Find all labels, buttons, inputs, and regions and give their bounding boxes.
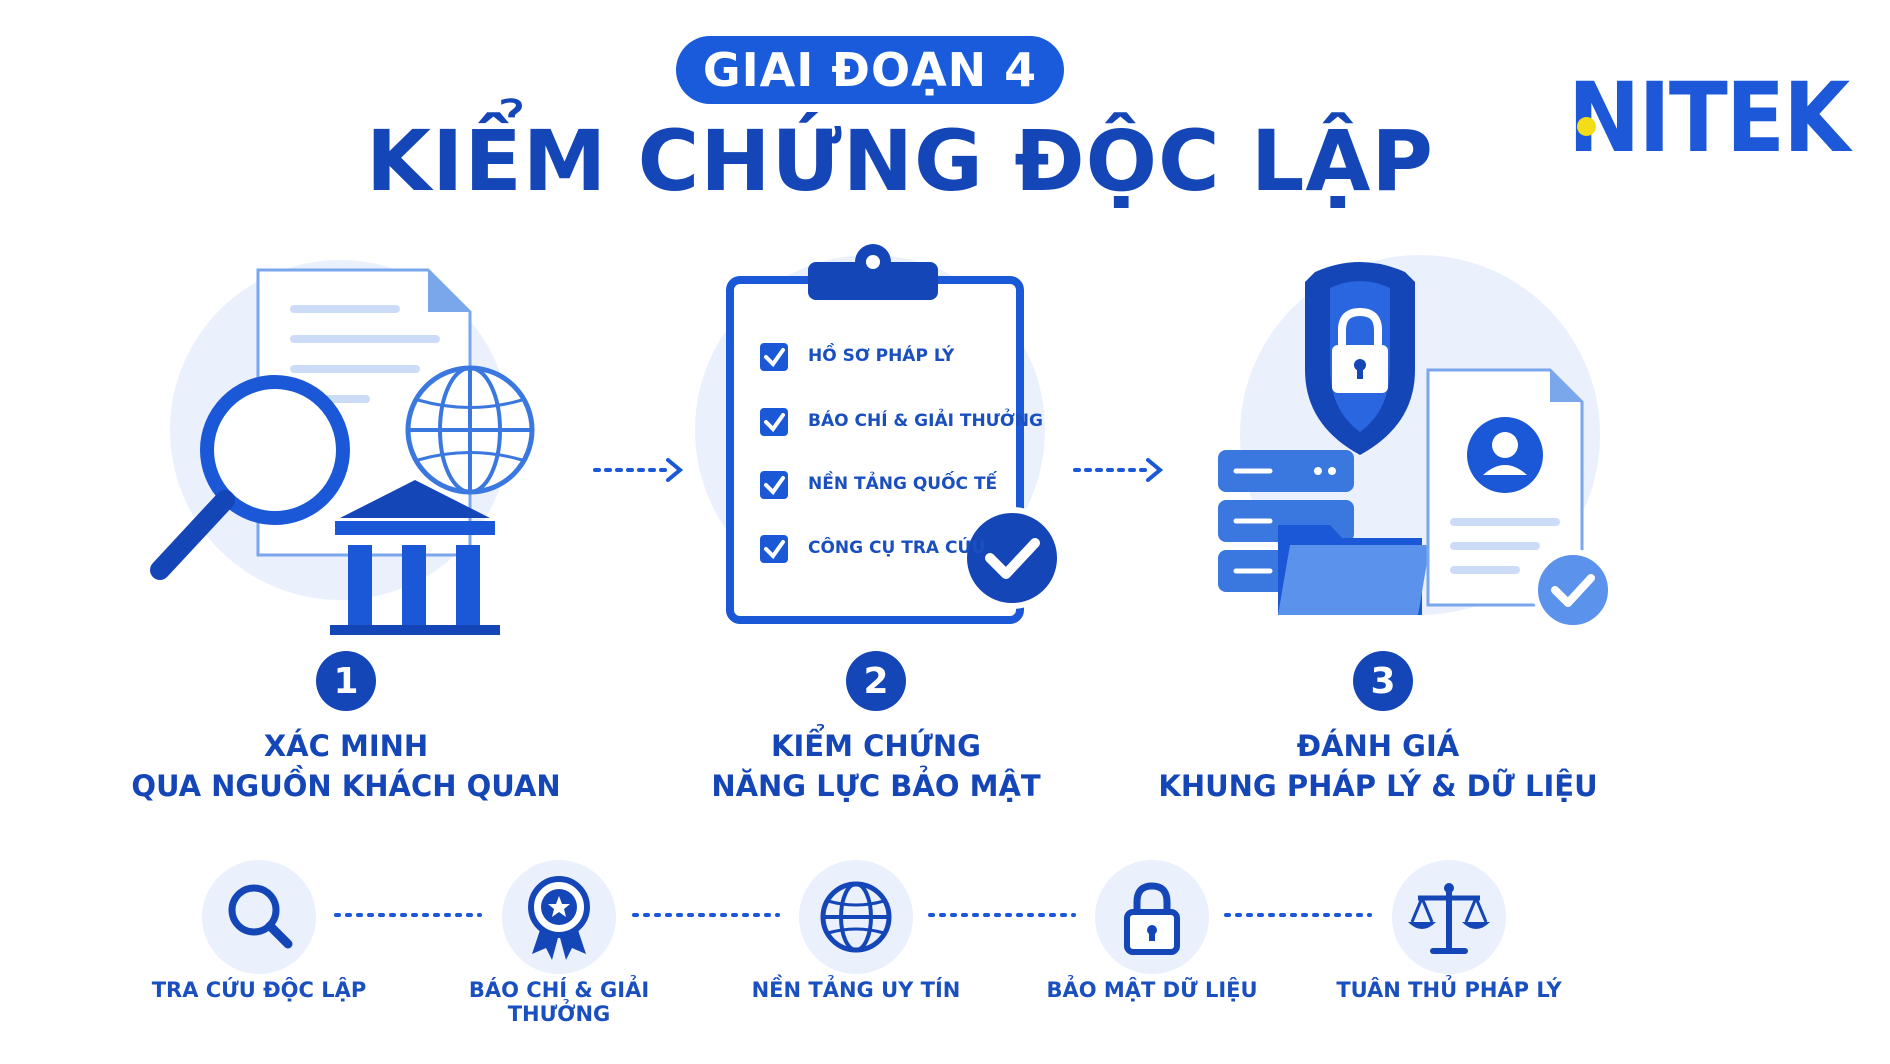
bottom-item-globe bbox=[799, 860, 913, 974]
logo-dot bbox=[1577, 117, 1596, 136]
checklist-item-2: BÁO CHÍ & GIẢI THƯỞNG bbox=[808, 411, 1043, 431]
step-2-title: KIỂM CHỨNG NĂNG LỰC BẢO MẬT bbox=[646, 726, 1106, 806]
step-3-title-line2: KHUNG PHÁP LÝ & DỮ LIỆU bbox=[1158, 769, 1598, 803]
bottom-item-scales bbox=[1392, 860, 1506, 974]
step-1-title-line1: XÁC MINH bbox=[263, 729, 429, 763]
shield-server-icon bbox=[1218, 255, 1614, 631]
globe-icon bbox=[820, 881, 892, 953]
step-3-number: 3 bbox=[1353, 651, 1413, 711]
scales-icon bbox=[1408, 883, 1490, 954]
award-badge-icon bbox=[528, 876, 590, 960]
page-title: KIỂM CHỨNG ĐỘC LẬP bbox=[366, 112, 1434, 210]
search-icon bbox=[228, 884, 293, 949]
bottom-label-4: BẢO MẬT DỮ LIỆU bbox=[1046, 978, 1258, 1002]
search-document-icon bbox=[150, 260, 535, 635]
clipboard-checklist-icon bbox=[695, 244, 1063, 624]
bottom-label-3: NỀN TẢNG UY TÍN bbox=[751, 978, 961, 1002]
checklist-item-3: NỀN TẢNG QUỐC TẾ bbox=[808, 474, 998, 494]
brand-logo: NITEK bbox=[1568, 62, 1850, 174]
step-2-number: 2 bbox=[846, 651, 906, 711]
step-3-title: ĐÁNH GIÁ KHUNG PHÁP LÝ & DỮ LIỆU bbox=[1138, 726, 1618, 806]
phase-label: GIAI ĐOẠN 4 bbox=[702, 43, 1038, 97]
bottom-label-5: TUÂN THỦ PHÁP LÝ bbox=[1336, 978, 1562, 1002]
checklist-item-4: CÔNG CỤ TRA CỨU bbox=[808, 538, 986, 558]
arrow-right-icon bbox=[1073, 458, 1164, 482]
step-1-title-line2: QUA NGUỒN KHÁCH QUAN bbox=[131, 769, 561, 803]
bottom-label-2: BÁO CHÍ & GIẢI THƯỞNG bbox=[468, 978, 650, 1026]
phase-badge: GIAI ĐOẠN 4 bbox=[676, 36, 1064, 104]
bottom-label-1: TRA CỨU ĐỘC LẬP bbox=[151, 978, 367, 1002]
step-3-title-line1: ĐÁNH GIÁ bbox=[1296, 729, 1460, 763]
checklist-item-1: HỒ SƠ PHÁP LÝ bbox=[808, 346, 955, 366]
step-1-title: XÁC MINH QUA NGUỒN KHÁCH QUAN bbox=[116, 726, 576, 806]
arrow-right-icon bbox=[593, 458, 684, 482]
bottom-item-search bbox=[202, 860, 316, 974]
bottom-item-award bbox=[502, 860, 616, 974]
connector-dots bbox=[334, 913, 1372, 917]
lock-icon bbox=[1124, 882, 1180, 955]
bottom-item-lock bbox=[1095, 860, 1209, 974]
step-1-number: 1 bbox=[316, 651, 376, 711]
step-2-title-line2: NĂNG LỰC BẢO MẬT bbox=[711, 769, 1041, 803]
step-2-title-line1: KIỂM CHỨNG bbox=[771, 729, 981, 763]
